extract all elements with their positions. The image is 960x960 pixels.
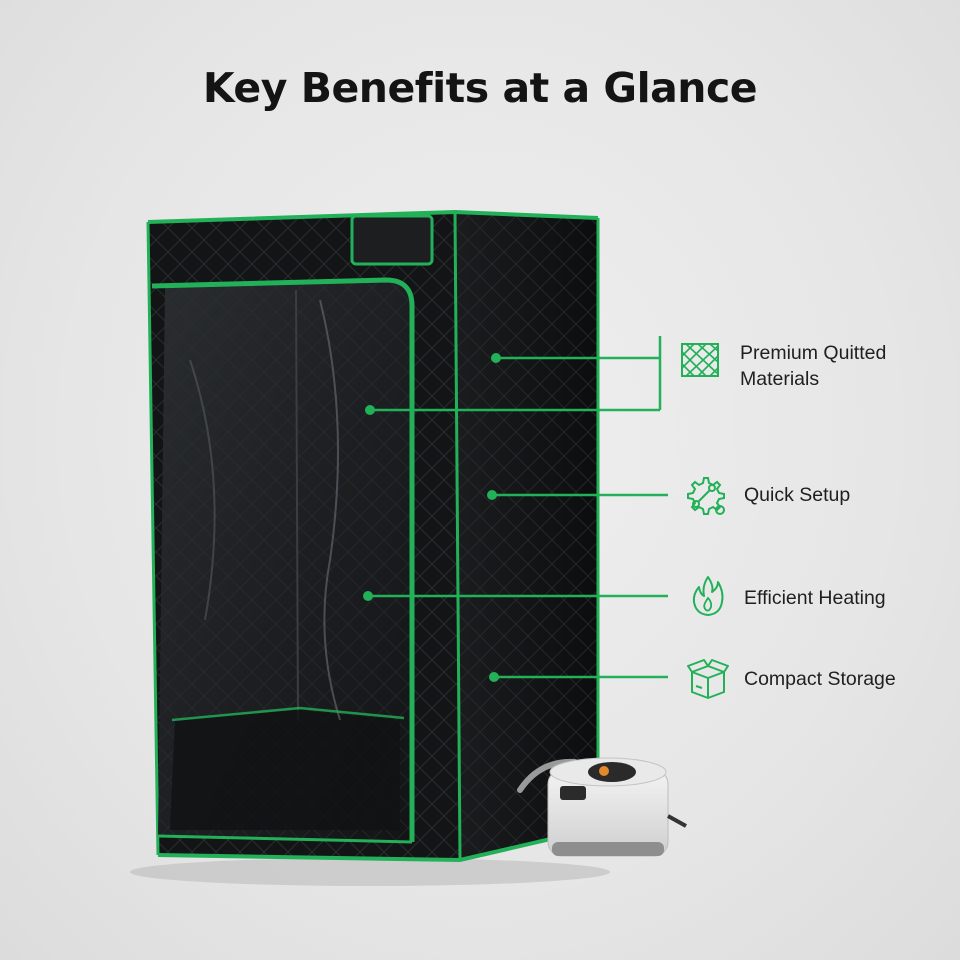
open-box-icon [687, 659, 729, 699]
feature-label-heating: Efficient Heating [744, 587, 886, 609]
feature-label-setup: Quick Setup [744, 484, 851, 506]
floor-shadow [130, 858, 610, 886]
steam-generator [517, 757, 687, 857]
flame-icon [692, 576, 724, 616]
callout-lines [368, 336, 668, 679]
sauna-tent [146, 209, 600, 863]
quilted-pattern-icon [681, 343, 719, 377]
callout-dots [363, 353, 501, 682]
feature-label-materials: Premium Quitted Materials [740, 340, 886, 392]
feature-label-storage: Compact Storage [744, 668, 896, 690]
feature-label-materials-line1: Premium Quitted [740, 342, 887, 364]
gear-wrench-icon [687, 477, 725, 515]
tent-vent [350, 214, 434, 266]
feature-label-materials-line2: Materials [740, 368, 820, 390]
page-title: Key Benefits at a Glance [202, 64, 758, 112]
